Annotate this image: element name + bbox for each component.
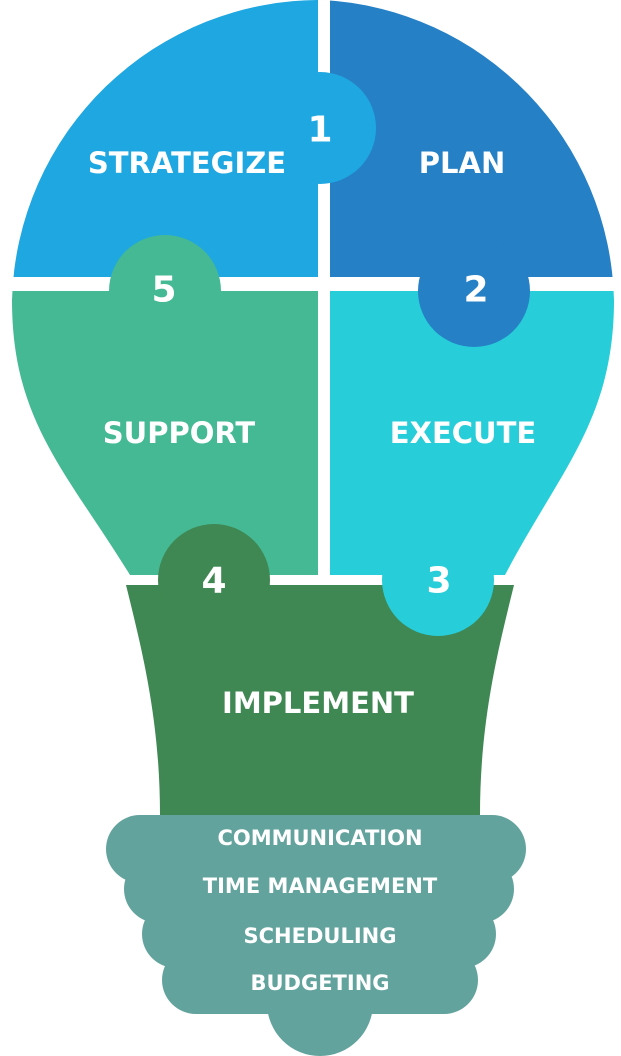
step-3-number: 3 bbox=[426, 561, 451, 602]
base-item-communication: COMMUNICATION bbox=[217, 826, 422, 850]
execute-label: EXECUTE bbox=[390, 416, 536, 450]
bulb-base bbox=[106, 815, 526, 1056]
step-4-number: 4 bbox=[201, 561, 226, 602]
implement-block bbox=[126, 585, 514, 815]
step-1-number: 1 bbox=[307, 110, 332, 151]
base-item-budgeting: BUDGETING bbox=[250, 971, 389, 995]
step-3-tab bbox=[382, 524, 494, 636]
base-item-time-management: TIME MANAGEMENT bbox=[203, 874, 438, 898]
base-tip bbox=[267, 950, 373, 1056]
strategize-label: STRATEGIZE bbox=[88, 146, 286, 180]
step-5-number: 5 bbox=[151, 270, 176, 311]
step-2-number: 2 bbox=[463, 270, 488, 311]
step-1-tab bbox=[264, 72, 376, 184]
base-item-scheduling: SCHEDULING bbox=[244, 924, 397, 948]
step-5-tab bbox=[109, 235, 221, 347]
plan-label: PLAN bbox=[419, 146, 505, 180]
step-4-tab bbox=[158, 524, 270, 636]
implement-label: IMPLEMENT bbox=[222, 686, 414, 720]
support-label: SUPPORT bbox=[103, 416, 256, 450]
step-2-tab bbox=[418, 235, 530, 347]
